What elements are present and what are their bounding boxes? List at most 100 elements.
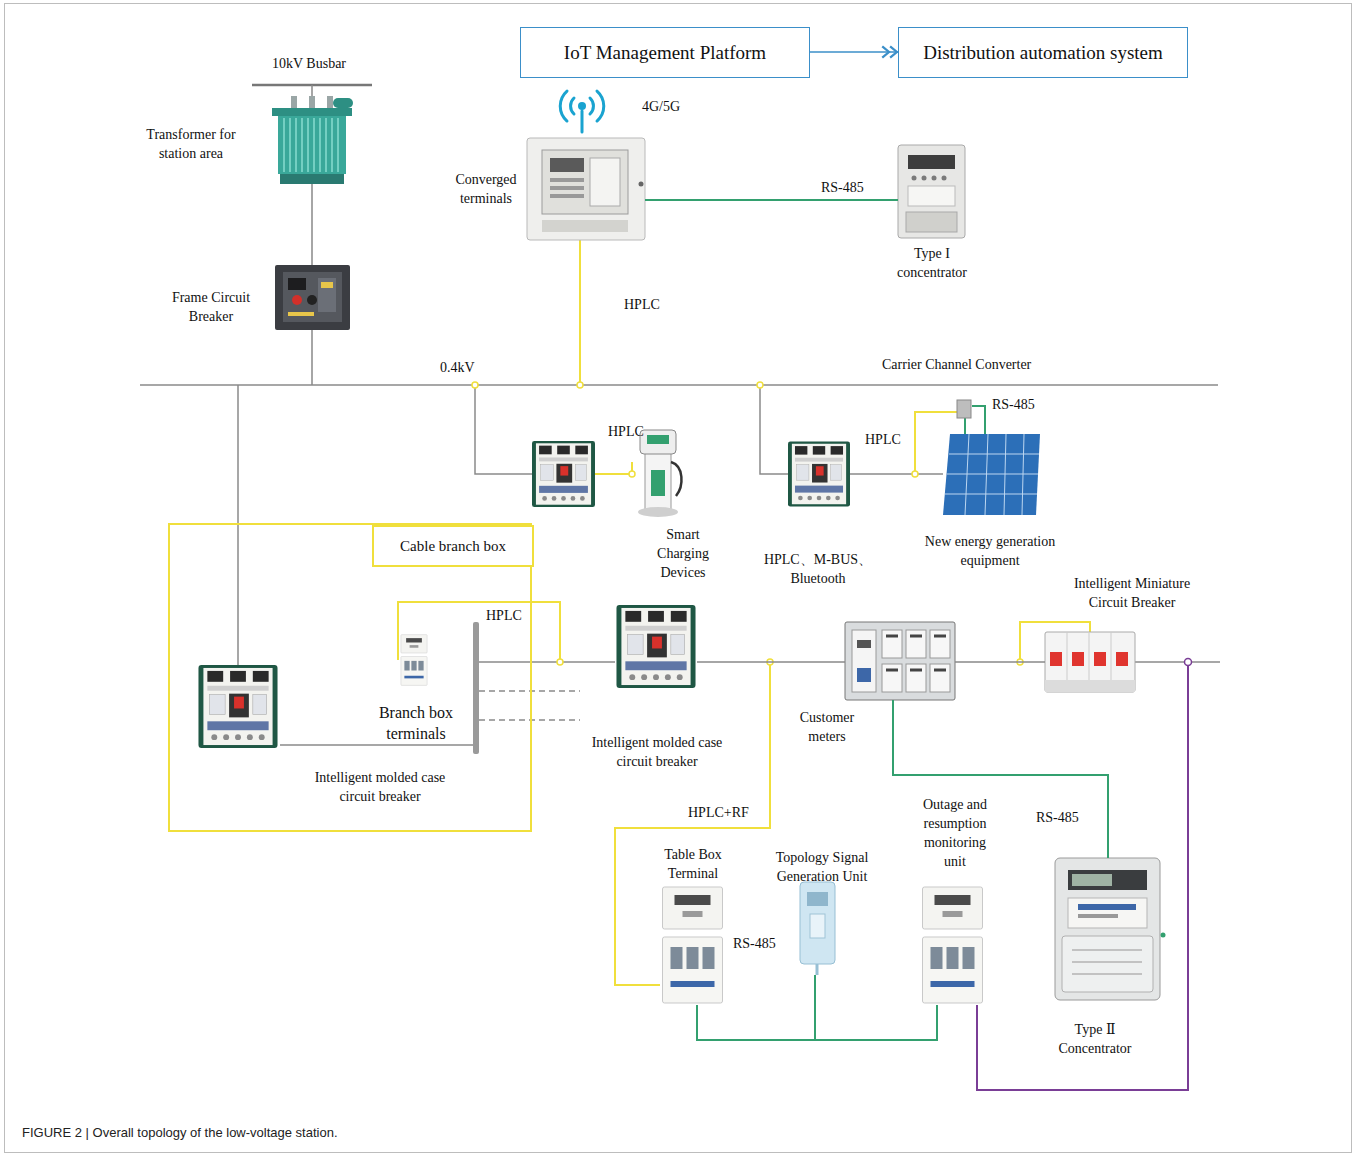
transformer-icon [280,174,344,184]
frame-breaker-icon [283,272,342,322]
antenna-icon [581,111,584,132]
customer-meter-box-icon [852,630,876,692]
connector [697,661,845,663]
device-caption: Type I concentrator [884,244,980,282]
annotation-label: HPLC [486,607,522,625]
annotation-label: Carrier Channel Converter [882,356,1031,374]
outage-unit-node: Outage and resumption monitoring unit [920,885,985,1005]
transformer-node: Transformer for station area [265,95,355,192]
type-2-concentrator-icon [1078,904,1136,910]
miniature-breaker-icon [1050,652,1062,666]
converged-terminal-node: Converged terminals [527,138,645,240]
transformer-icon [272,108,352,116]
wire [760,385,788,474]
type-2-concentrator-icon [1072,950,1142,974]
miniature-breaker-icon [1045,632,1135,692]
junction-dot [629,471,635,477]
customer-meter-box-icon [882,630,902,658]
outage-monitoring-unit-icon [923,887,983,1003]
customer-meter-node: Customer meters [845,622,955,700]
charger-icon [645,446,671,510]
purple-wire [977,662,1188,1090]
converged-terminal-icon [550,186,584,190]
customer-meter-box-icon [857,640,871,648]
converged-terminal-icon [542,220,628,232]
customer-meter-box-icon [930,664,950,692]
converged-terminal-icon [550,178,584,182]
type-2-concentrator-icon [1068,898,1147,928]
topology-unit-icon [816,964,819,975]
miniature-breaker-icon [1045,632,1135,692]
table-box-terminal-icon [663,887,723,1003]
molded-breaker-node: Intelligent molded case circuit breaker [198,667,282,750]
device-caption: Intelligent Miniature Circuit Breaker [1062,574,1202,612]
topology-unit-icon [800,882,835,964]
device-caption: Smart Charging Devices [648,525,718,582]
antenna-icon [578,102,586,110]
charger-icon [651,470,665,496]
antenna-icon [560,91,567,121]
connector [893,700,1108,858]
type-1-concentrator-icon [898,145,965,238]
connector [955,661,1045,663]
charger-icon [647,435,669,444]
group-title: Cable branch box [372,525,534,567]
transformer-icon [278,116,346,174]
type-1-concentrator-icon [898,145,965,238]
converged-terminal-icon [590,158,620,206]
platform-box: IoT Management Platform [520,27,810,78]
solar-panel-icon [957,400,971,418]
molded-breaker-icon [532,441,595,507]
transformer-icon [333,98,353,108]
type-1-concentrator-icon [906,212,957,232]
connector [697,975,815,1040]
device-caption: Outage and resumption monitoring unit [914,795,996,871]
figure-frame [5,4,1352,1153]
dashed-wire [479,690,580,692]
branch-terminal-icon [401,635,427,686]
charger-icon [640,430,676,454]
solar-panel-icon [943,434,1040,515]
annotation-label: HPLC [608,423,644,441]
system-box: Distribution automation system [898,27,1188,78]
type-1-concentrator-icon [922,176,927,181]
customer-meter-box-icon [906,664,926,692]
topology-unit-icon [807,892,828,906]
type-1-concentrator-icon [942,176,947,181]
topology-unit-node: Topology Signal Generation Unit [800,882,835,975]
antenna-icon [560,91,604,132]
charger-node: Smart Charging Devices [628,430,686,518]
frame-breaker-icon [321,282,333,288]
solar-panel-icon [943,400,1040,515]
box-title: IoT Management Platform [564,41,766,65]
frame-breaker-icon [275,265,350,330]
device-caption: Type Ⅱ Concentrator [1047,1020,1143,1058]
frame-breaker-icon [275,265,350,330]
annotation-label: 4G/5G [642,98,680,116]
transformer-icon [311,184,313,192]
type-1-concentrator-icon [912,176,917,181]
type-2-concentrator-icon [1161,933,1166,938]
signal-label: RS-485 [821,179,864,197]
branch-busbar [473,622,479,754]
topology-unit-icon [800,882,835,975]
miniature-breaker-node: Intelligent Miniature Circuit Breaker [1045,632,1135,692]
device-caption: New energy generation equipment [912,532,1068,570]
molded-breaker-icon [616,605,695,688]
molded-breaker-icon [198,665,277,748]
annotation-label: HPLC+RF [688,804,749,822]
solar-node: New energy generation equipment [943,432,1040,515]
device-caption: Frame Circuit Breaker [161,288,261,326]
junction-dot [1185,659,1192,666]
molded-breaker-node: Intelligent molded case circuit breaker [615,605,697,688]
branch-terminal-node: Branch box terminals [402,632,430,692]
junction-dot [557,659,563,665]
converged-terminal-icon [527,138,645,240]
frame-breaker-icon [318,278,336,312]
customer-meter-box-icon [882,664,902,692]
wire [479,661,615,663]
type-2-concentrator-icon [1078,914,1118,918]
junction-dot [472,382,478,388]
figure-caption: FIGURE 2 | Overall topology of the low-v… [22,1124,338,1141]
